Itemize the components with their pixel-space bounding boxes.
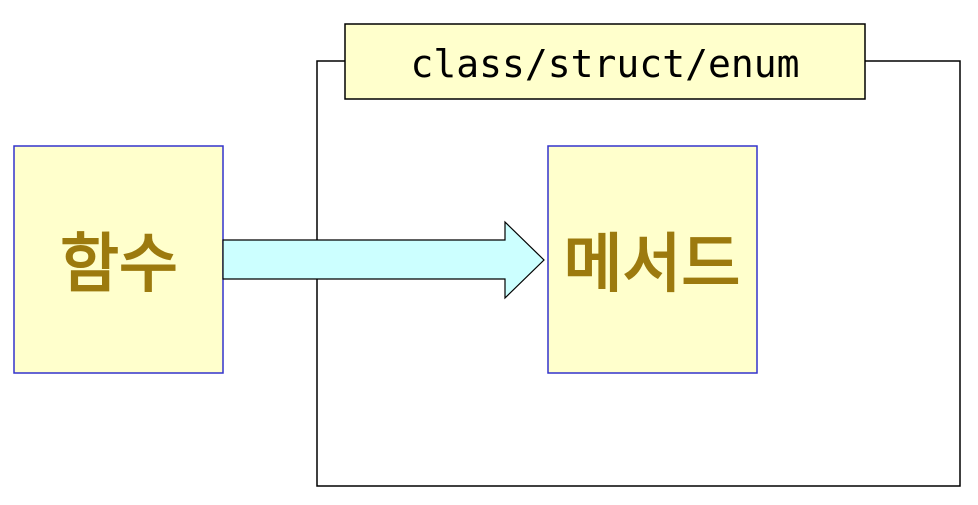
- function-box: [13, 145, 224, 374]
- method-box: [547, 145, 758, 374]
- container-label-box: [344, 23, 866, 100]
- transition-arrow: [222, 220, 545, 300]
- method-label: 메서드: [564, 228, 741, 302]
- function-label: 함수: [60, 228, 178, 302]
- container-label: class/struct/enum: [411, 42, 800, 86]
